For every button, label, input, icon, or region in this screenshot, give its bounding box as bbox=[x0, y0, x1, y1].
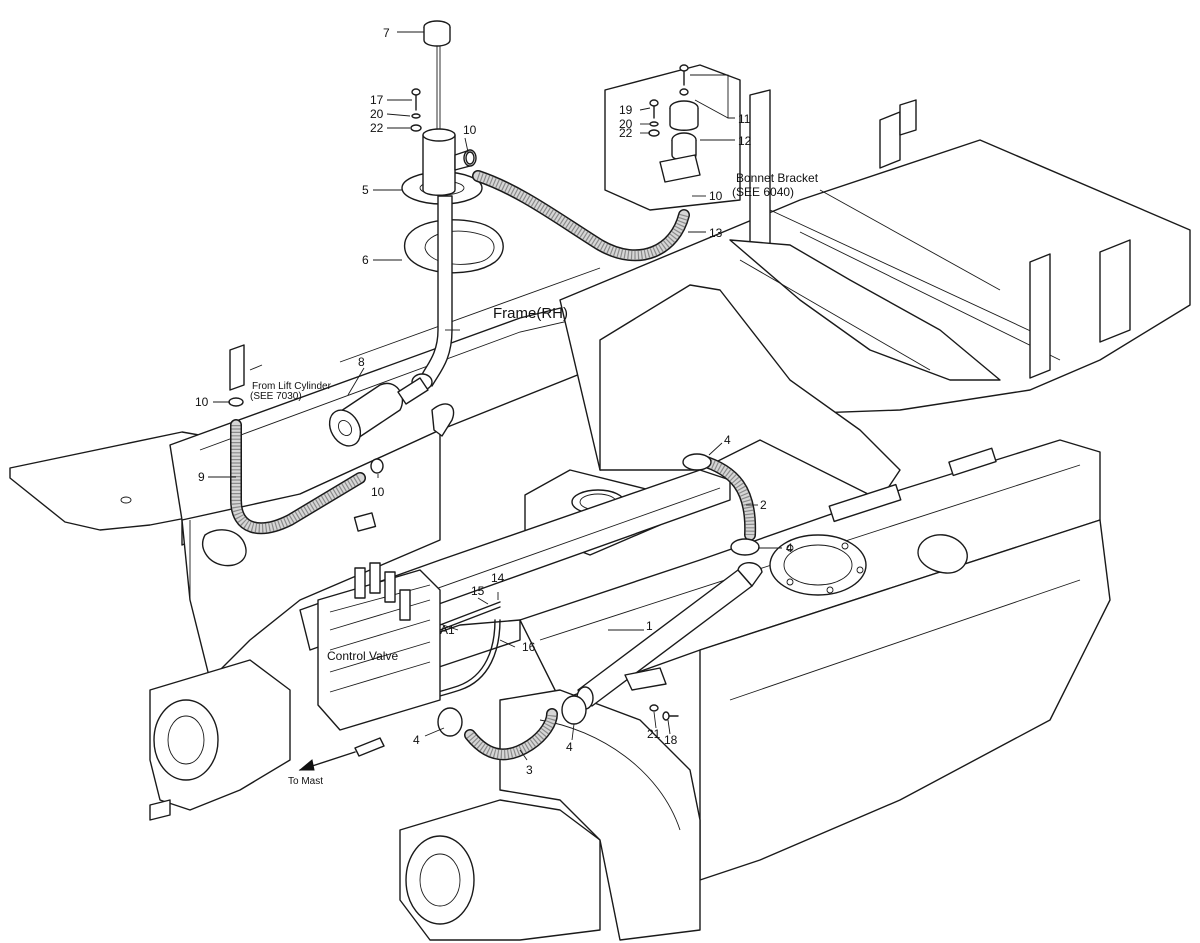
lift-cylinder-ref: (SEE 7030) bbox=[250, 391, 302, 402]
callout-10-bonnet: 10 bbox=[709, 189, 723, 203]
callout-14: 14 bbox=[491, 571, 505, 585]
callout-20-right: 20 bbox=[619, 117, 633, 131]
callout-16: 16 bbox=[522, 640, 536, 654]
callout-4-upper: 4 bbox=[724, 433, 731, 447]
fittings-10 bbox=[228, 151, 692, 474]
callout-3: 3 bbox=[526, 763, 533, 777]
leader-lines bbox=[208, 31, 782, 761]
callout-numbers: 7 17 20 22 10 5 6 8 10 9 10 19 20 22 11 … bbox=[195, 26, 793, 777]
bolts bbox=[410, 64, 689, 721]
right-fender bbox=[699, 519, 1111, 881]
callout-4-mid: 4 bbox=[786, 541, 793, 555]
hose-3 bbox=[464, 708, 558, 761]
to-mast-label: To Mast bbox=[288, 776, 323, 787]
lift-cylinder-fitting bbox=[229, 344, 245, 391]
hose-9 bbox=[230, 419, 366, 535]
callout-13: 13 bbox=[709, 226, 723, 240]
callout-8: 8 bbox=[358, 355, 365, 369]
callout-22-right: 22 bbox=[619, 126, 633, 140]
bonnet-bracket bbox=[604, 64, 741, 211]
callout-2: 2 bbox=[760, 498, 767, 512]
callout-10-left: 10 bbox=[195, 395, 209, 409]
bolt-flange bbox=[769, 534, 867, 596]
callout-18: 18 bbox=[664, 733, 678, 747]
callout-12: 12 bbox=[738, 134, 752, 148]
text-labels: Frame(RH) Bonnet Bracket (SEE 6040) From… bbox=[250, 171, 819, 787]
callout-9: 9 bbox=[198, 470, 205, 484]
chassis-frame bbox=[9, 89, 1191, 941]
center-cross-member bbox=[599, 284, 901, 501]
control-valve bbox=[317, 562, 441, 731]
bonnet-bracket-label: Bonnet Bracket bbox=[736, 171, 819, 185]
callout-4-right: 4 bbox=[566, 740, 573, 754]
tank-gasket bbox=[404, 219, 504, 274]
callout-6: 6 bbox=[362, 253, 369, 267]
hose-clamps bbox=[437, 453, 760, 737]
callout-1: 1 bbox=[646, 619, 653, 633]
bonnet-bracket-ref: (SEE 6040) bbox=[732, 185, 794, 199]
callout-10-filter: 10 bbox=[371, 485, 385, 499]
callout-20-left: 20 bbox=[370, 107, 384, 121]
callout-10-filler: 10 bbox=[463, 123, 477, 137]
pipe-1 bbox=[576, 562, 763, 710]
callout-19: 19 bbox=[619, 103, 633, 117]
line-15 bbox=[439, 601, 501, 626]
callout-15: 15 bbox=[471, 584, 485, 598]
callout-5: 5 bbox=[362, 183, 369, 197]
callout-22-left: 22 bbox=[370, 121, 384, 135]
a1-port-label: A1 bbox=[440, 623, 455, 637]
callout-7: 7 bbox=[383, 26, 390, 40]
return-filter bbox=[328, 377, 455, 447]
center-arch bbox=[499, 689, 701, 941]
callout-11: 11 bbox=[738, 112, 751, 126]
callout-21: 21 bbox=[647, 727, 661, 741]
to-mast-arrow bbox=[298, 737, 385, 771]
hose-13 bbox=[472, 170, 690, 262]
callout-4-left: 4 bbox=[413, 733, 420, 747]
frame-rh-label: Frame(RH) bbox=[493, 305, 568, 322]
control-valve-label: Control Valve bbox=[327, 649, 398, 663]
callout-17: 17 bbox=[370, 93, 384, 107]
lift-cylinder-label: From Lift Cylinder bbox=[252, 381, 332, 392]
left-lower-body bbox=[181, 429, 441, 681]
